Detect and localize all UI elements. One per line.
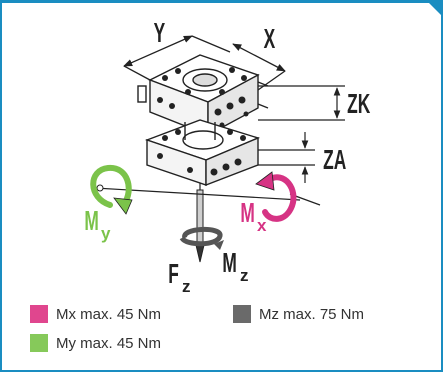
- label-fz: F: [168, 258, 179, 289]
- swatch-mx: [30, 305, 48, 323]
- label-y: Y: [154, 17, 166, 48]
- diagram-area: Y X ZK ZA M y M x F z M z: [84, 17, 370, 296]
- dimension-lines-xy: [123, 35, 286, 91]
- label-zk: ZK: [347, 88, 370, 119]
- legend-label-mz: Mz max. 75 Nm: [259, 305, 365, 323]
- label-mz: M: [222, 247, 236, 278]
- label-za: ZA: [323, 144, 346, 175]
- force-torque-diagram: Y X ZK ZA M y M x F z M z: [84, 17, 370, 296]
- label-mx: M: [240, 197, 254, 228]
- legend-item-my: My max. 45 Nm: [30, 334, 161, 352]
- frame-corner-accent: [429, 3, 441, 15]
- label-my-sub: y: [101, 224, 111, 243]
- my-moment-arrow: [90, 164, 133, 215]
- label-mx-sub: x: [257, 216, 267, 235]
- label-mz-sub: z: [240, 266, 249, 285]
- swatch-mz: [233, 305, 251, 323]
- lower-module: [144, 119, 261, 187]
- legend-item-mx: Mx max. 45 Nm: [30, 305, 161, 323]
- mz-moment-arrow: [179, 227, 224, 250]
- upper-module: [137, 54, 269, 137]
- label-fz-sub: z: [182, 277, 191, 296]
- legend: Mx max. 45 Nm Mz max. 75 Nm My max. 45 N…: [30, 303, 430, 363]
- label-x: X: [264, 23, 276, 54]
- legend-item-mz: Mz max. 75 Nm: [233, 305, 364, 323]
- dimension-za: [258, 132, 315, 183]
- mx-moment-arrow: [255, 171, 297, 222]
- legend-label-my: My max. 45 Nm: [56, 334, 162, 352]
- dimension-zk: [258, 85, 345, 121]
- label-my: M: [84, 205, 98, 236]
- legend-label-mx: Mx max. 45 Nm: [56, 305, 162, 323]
- swatch-my: [30, 334, 48, 352]
